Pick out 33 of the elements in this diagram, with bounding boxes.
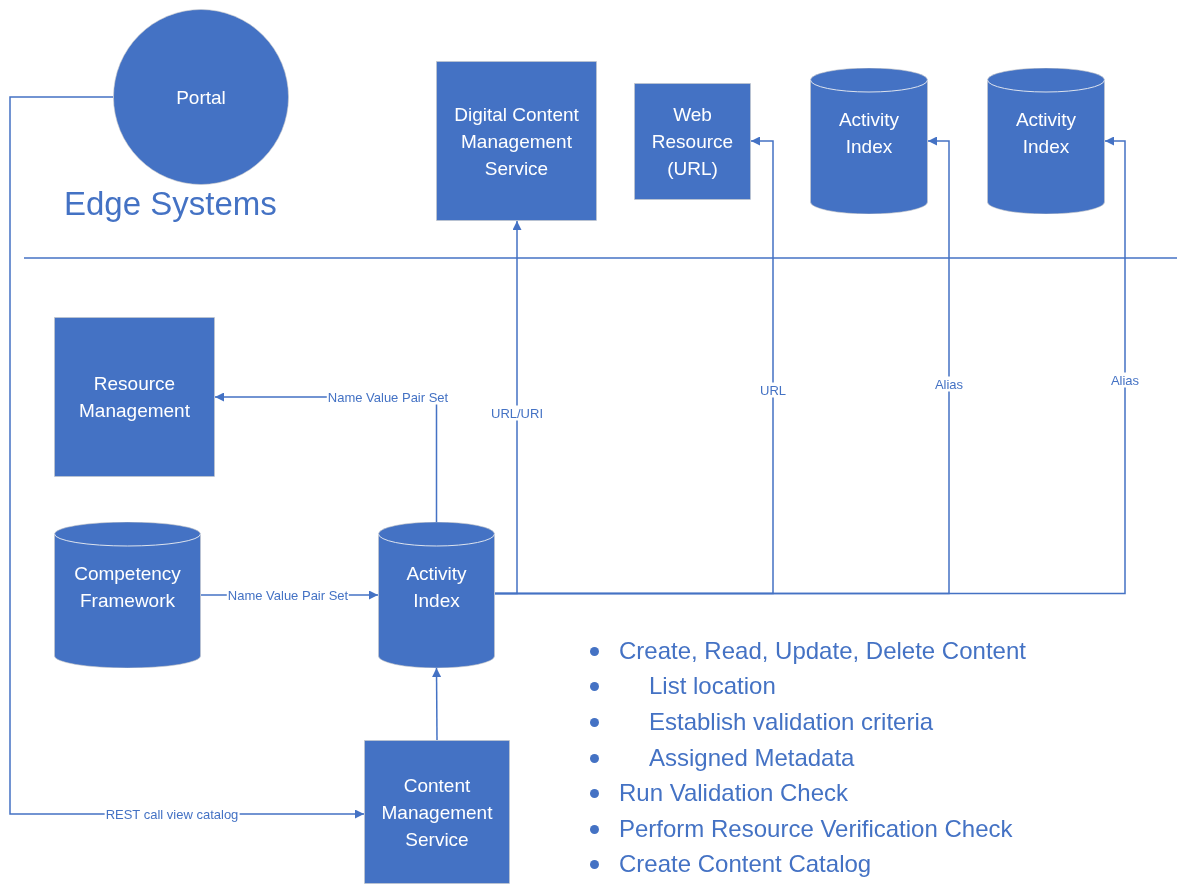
edge-label: URL/URI <box>490 405 544 421</box>
list-item: Create Content Catalog <box>619 849 872 879</box>
node-label: Competency Framework <box>73 562 182 613</box>
edge-label: URL <box>759 382 787 398</box>
edge-label: Alias <box>933 376 965 392</box>
list-item: Run Validation Check <box>619 778 849 808</box>
list-item: Create, Read, Update, Delete Content <box>619 636 1026 666</box>
process-box <box>634 83 751 200</box>
edge-label: Alias <box>1109 372 1141 388</box>
section-heading: Edge Systems <box>64 184 277 224</box>
node-label: Activity Index <box>837 108 901 159</box>
list-item: Establish validation criteria <box>649 707 934 737</box>
arrow <box>494 136 1126 595</box>
database-cylinder <box>54 522 201 668</box>
system-circle <box>113 9 289 185</box>
node-label: Activity Index <box>1014 108 1078 159</box>
node-label: Activity Index <box>405 562 468 613</box>
list-item: Assigned Metadata <box>649 743 855 773</box>
node-label: Digital Content Management Service <box>453 102 580 181</box>
process-box <box>364 740 510 884</box>
database-cylinder <box>378 522 495 668</box>
node-label: Content Management Service <box>380 773 494 852</box>
node-label: Portal <box>176 85 226 110</box>
list-item: List location <box>649 671 776 701</box>
database-cylinder <box>987 68 1105 214</box>
database-cylinder <box>810 68 928 214</box>
node-label: Resource Management <box>78 372 191 423</box>
arrow <box>432 667 442 741</box>
process-box <box>436 61 597 221</box>
list-item: Perform Resource Verification Check <box>619 814 1013 844</box>
process-box <box>54 317 215 477</box>
arrow <box>9 96 365 819</box>
node-label: Web Resource (URL) <box>650 103 735 181</box>
